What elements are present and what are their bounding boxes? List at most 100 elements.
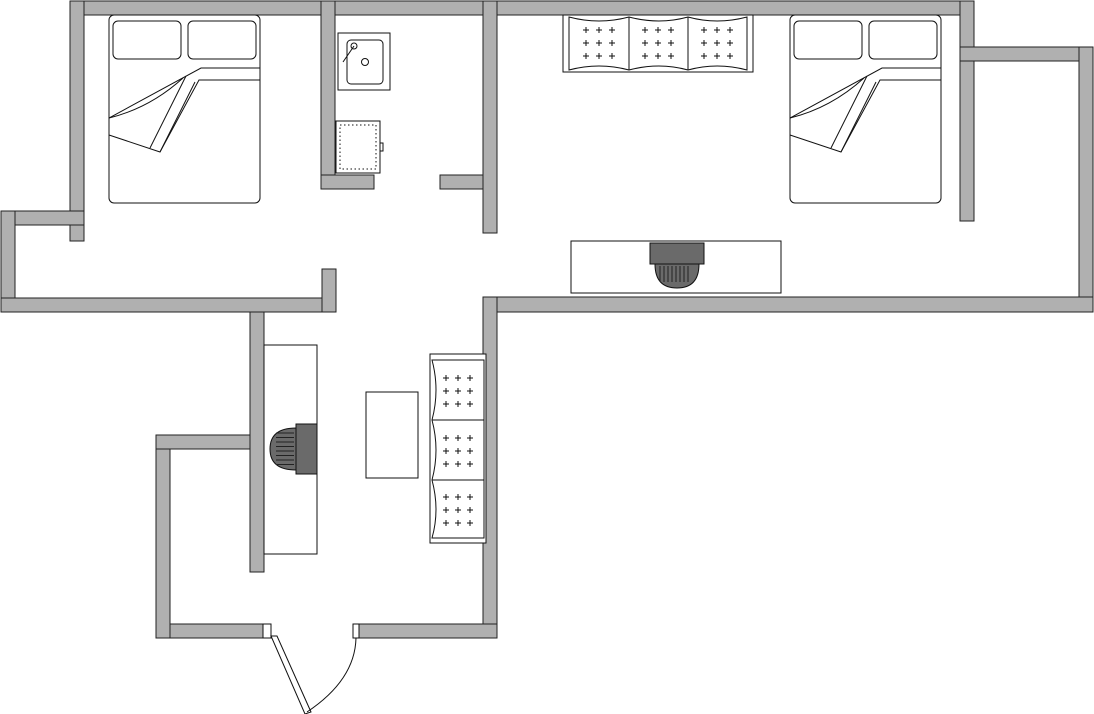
tuft-mark xyxy=(443,507,449,513)
door-leaf xyxy=(270,635,312,714)
door-jamb xyxy=(262,623,272,639)
wall xyxy=(356,623,498,639)
pillow xyxy=(793,20,863,60)
walls xyxy=(0,0,1094,639)
tuft-mark xyxy=(596,53,602,59)
tuft-mark xyxy=(609,27,615,33)
tuft-mark xyxy=(455,507,461,513)
wall xyxy=(155,434,171,639)
tuft-mark xyxy=(583,40,589,46)
tuft-mark xyxy=(467,494,473,500)
tuft-mark xyxy=(655,40,661,46)
tuft-mark xyxy=(701,27,707,33)
tuft-mark xyxy=(668,53,674,59)
blanket xyxy=(789,67,942,153)
tuft-mark xyxy=(467,507,473,513)
stove xyxy=(335,120,384,174)
tuft-mark xyxy=(467,375,473,381)
tuft-mark xyxy=(467,401,473,407)
tuft-mark xyxy=(455,494,461,500)
tuft-mark xyxy=(443,375,449,381)
pillow xyxy=(112,20,182,60)
stove-body xyxy=(335,120,381,174)
wall xyxy=(959,0,975,222)
wall xyxy=(249,311,265,573)
tuft-mark xyxy=(455,435,461,441)
tv-stand-top xyxy=(570,240,782,294)
wall xyxy=(482,296,1094,313)
tuft-mark xyxy=(455,375,461,381)
tuft-mark xyxy=(443,401,449,407)
sofa-living xyxy=(429,353,487,544)
tv-icon xyxy=(269,423,318,475)
tuft-mark xyxy=(714,40,720,46)
tuft-mark xyxy=(701,40,707,46)
sink-spout xyxy=(342,45,355,63)
bed-frame xyxy=(789,14,942,204)
tuft-mark xyxy=(655,27,661,33)
tuft-mark xyxy=(727,53,733,59)
blanket-fold xyxy=(108,75,196,153)
wall xyxy=(69,0,85,242)
tuft-mark xyxy=(642,53,648,59)
tuft-mark xyxy=(583,53,589,59)
tuft-mark xyxy=(443,388,449,394)
tuft-mark xyxy=(455,448,461,454)
tuft-mark xyxy=(655,53,661,59)
tuft-mark xyxy=(714,53,720,59)
wall xyxy=(0,210,16,313)
tv-vents xyxy=(276,432,294,465)
tv-screen xyxy=(649,242,705,265)
tuft-mark xyxy=(727,40,733,46)
wall xyxy=(1078,46,1094,313)
wall xyxy=(482,0,498,234)
tuft-mark xyxy=(443,520,449,526)
wall xyxy=(0,297,337,313)
sofa-top xyxy=(562,14,754,73)
coffee-table xyxy=(365,391,419,479)
wall xyxy=(320,0,336,190)
tuft-mark xyxy=(455,520,461,526)
tuft-mark xyxy=(596,40,602,46)
door-swing-arc xyxy=(306,637,357,713)
wall xyxy=(959,46,1094,62)
tuft-mark xyxy=(455,388,461,394)
bed-right xyxy=(789,14,942,204)
tuft-mark xyxy=(727,27,733,33)
bed-frame xyxy=(108,14,261,204)
door-jamb xyxy=(352,623,360,639)
cushion-tufting xyxy=(443,375,473,526)
tuft-mark xyxy=(455,401,461,407)
tuft-mark xyxy=(443,435,449,441)
tuft-mark xyxy=(467,461,473,467)
tuft-mark xyxy=(455,461,461,467)
tuft-mark xyxy=(609,40,615,46)
blanket xyxy=(108,67,261,153)
wall xyxy=(320,174,375,190)
tuft-mark xyxy=(668,40,674,46)
entrance-door xyxy=(262,623,360,714)
tuft-mark xyxy=(467,435,473,441)
tuft-mark xyxy=(701,53,707,59)
wall xyxy=(155,623,272,639)
bed-left xyxy=(108,14,261,204)
pillow xyxy=(187,20,257,60)
tuft-mark xyxy=(583,27,589,33)
tuft-mark xyxy=(642,40,648,46)
stove-knob xyxy=(379,142,384,152)
wall xyxy=(155,434,265,450)
tuft-mark xyxy=(609,53,615,59)
blanket-fold xyxy=(789,75,877,153)
sink-drain xyxy=(361,58,369,66)
tuft-mark xyxy=(467,520,473,526)
tuft-mark xyxy=(642,27,648,33)
tuft-mark xyxy=(443,461,449,467)
tuft-mark xyxy=(467,448,473,454)
tv-screen xyxy=(295,423,318,475)
cushion-tufting xyxy=(583,27,733,59)
sink xyxy=(337,32,391,91)
tuft-mark xyxy=(596,27,602,33)
tv-icon xyxy=(649,242,705,289)
wall xyxy=(69,0,975,16)
